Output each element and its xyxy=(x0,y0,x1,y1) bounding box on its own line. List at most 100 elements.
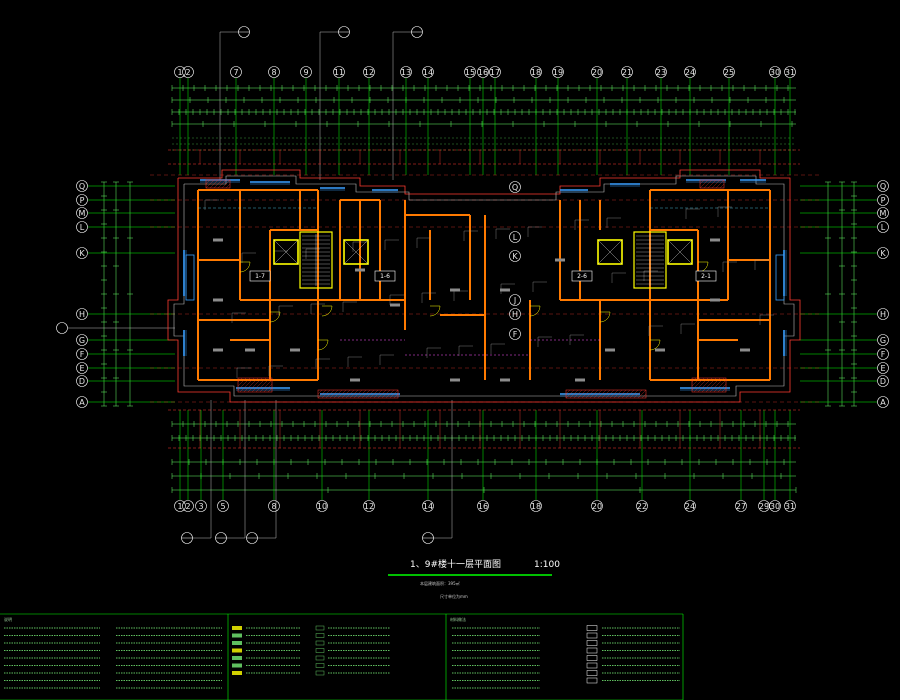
left-axis-F-7: F xyxy=(76,348,88,360)
legend-swatch-1 xyxy=(232,633,242,638)
bottom-axis-1-0: 1 xyxy=(174,500,186,512)
balcony-right-1-box xyxy=(691,377,727,393)
left-axis-A-10: A xyxy=(76,396,88,408)
left-axis-L-3: L xyxy=(76,221,88,233)
bottom-axis-10-5: 10 xyxy=(316,500,328,512)
legend-swatch-6 xyxy=(232,671,242,675)
room-mark-1 xyxy=(213,298,223,302)
balcony-right-2-hatch-84 xyxy=(641,393,647,399)
bottom-axis-18-9-label: 18 xyxy=(531,502,541,511)
bottom-axis-8-4-circle xyxy=(268,500,280,512)
bay-window-left xyxy=(185,254,195,301)
balcony-right-2-hatch-8 xyxy=(565,389,575,399)
top-axis-16-10-circle xyxy=(477,66,489,78)
left-axis-G-6-label: G xyxy=(79,336,85,345)
top-axis-11-5-circle xyxy=(333,66,345,78)
balcony-left-2-hatch-48 xyxy=(357,389,367,399)
bottom-axis-18-9: 18 xyxy=(530,500,542,512)
right-axis-G-6: G xyxy=(877,334,889,346)
top-axis-8-3-circle xyxy=(268,66,280,78)
balcony-left-1-hatch-16 xyxy=(239,377,255,393)
top-axis-17-11-circle xyxy=(489,66,501,78)
elevator-left-1-box xyxy=(273,239,299,265)
balcony-top-left-hatch-8 xyxy=(205,179,215,189)
bottom-axis-31-16-circle xyxy=(784,500,796,512)
balcony-left-1-hatch-20 xyxy=(243,377,259,393)
right-axis-E-8: E xyxy=(877,362,889,374)
center-axis-F-5-circle xyxy=(509,328,521,340)
balcony-left-2-hatch-64 xyxy=(373,389,383,399)
bottom-axis-22-11: 22 xyxy=(636,500,648,512)
bottom-axis-30-15-circle xyxy=(769,500,781,512)
legend-symbol-4 xyxy=(315,655,325,661)
balcony-right-2-hatch-80 xyxy=(637,389,647,399)
top-axis-13-7-circle xyxy=(400,66,412,78)
notes-table: 说明 材料做法 xyxy=(0,613,684,700)
top-axis-31-20-circle xyxy=(784,66,796,78)
room-mark-13 xyxy=(710,298,720,302)
balcony-left-2-hatch-84 xyxy=(393,393,399,399)
center-axis-K-2-circle xyxy=(509,250,521,262)
bottom-axis-14-7-label: 14 xyxy=(423,502,433,511)
balcony-right-2-hatch-64 xyxy=(621,389,631,399)
center-axis-H-4-circle xyxy=(509,308,521,320)
stair-right-box xyxy=(633,231,667,289)
top-axis-21-15-circle xyxy=(621,66,633,78)
material-symbol-0 xyxy=(586,625,598,631)
balcony-left-1-hatch-4 xyxy=(237,377,243,383)
door-swing-0 xyxy=(239,261,251,273)
balcony-right-1-hatch-36 xyxy=(713,379,727,393)
top-axis-19-13: 19 xyxy=(552,66,564,78)
elevator-right-2-box xyxy=(667,239,693,265)
room-mark-8 xyxy=(500,288,510,292)
bottom-axis-10-5-circle xyxy=(316,500,328,512)
top-axis-17-11: 17 xyxy=(489,66,501,78)
right-axis-H-5: H xyxy=(877,308,889,320)
right-axis-Q-0: Q xyxy=(877,180,889,192)
top-axis-11-5-label: 11 xyxy=(334,68,344,77)
left-axis-Q-0: Q xyxy=(76,180,88,192)
balcony-left-2-hatch-56 xyxy=(365,389,375,399)
left-axis-L-3-label: L xyxy=(80,223,85,232)
unit-tag-1-box xyxy=(374,270,396,282)
legend-swatch-3 xyxy=(232,648,242,653)
bottom-axis-20-10-label: 20 xyxy=(592,502,602,511)
bottom-axis-3-2-circle xyxy=(195,500,207,512)
top-axis-14-8-label: 14 xyxy=(423,68,433,77)
balcony-top-left-hatch-4 xyxy=(205,179,211,185)
room-mark-2 xyxy=(213,348,223,352)
top-axis-30-19: 30 xyxy=(769,66,781,78)
right-axis-K-4: K xyxy=(877,247,889,259)
room-mark-3 xyxy=(245,348,255,352)
top-axis-15-9: 15 xyxy=(464,66,476,78)
unit-note: 尺寸单位为mm xyxy=(440,593,468,599)
left-axis-E-8-circle xyxy=(76,362,88,374)
bottom-axis-8-4: 8 xyxy=(268,500,280,512)
right-axis-G-6-label: G xyxy=(880,336,886,345)
left-axis-K-4-circle xyxy=(76,247,88,259)
bottom-axis-16-8: 16 xyxy=(477,500,489,512)
balcony-right-1-hatch-32 xyxy=(709,377,725,393)
top-axis-30-19-circle xyxy=(769,66,781,78)
left-axis-Q-0-circle xyxy=(76,180,88,192)
left-axis-P-1-label: P xyxy=(80,196,85,205)
top-axis-20-14: 20 xyxy=(591,66,603,78)
elevator-left-2-box xyxy=(343,239,369,265)
bottom-axis-1-0-circle xyxy=(174,500,186,512)
center-axis-H-4: H xyxy=(509,308,521,320)
right-axis-D-9: D xyxy=(877,375,889,387)
balcony-top-left-hatch-20 xyxy=(217,179,227,189)
balcony-left-1-hatch-44 xyxy=(267,387,273,393)
balcony-top-right-hatch-28 xyxy=(719,183,725,189)
room-mark-17 xyxy=(350,378,360,382)
balcony-right-2-hatch-40 xyxy=(597,389,607,399)
unit-tag-2-box xyxy=(571,270,593,282)
bottom-axis-24-12-label: 24 xyxy=(685,502,695,511)
center-axis-Q-0-circle xyxy=(509,181,521,193)
right-axis-L-3-label: L xyxy=(881,223,886,232)
balcony-right-2-hatch-52 xyxy=(609,389,619,399)
right-axis-E-8-label: E xyxy=(880,364,885,373)
left-axis-D-9: D xyxy=(76,375,88,387)
balcony-right-1-hatch-28 xyxy=(705,377,721,393)
unit-tag-3-label: 2-1 xyxy=(701,273,711,280)
